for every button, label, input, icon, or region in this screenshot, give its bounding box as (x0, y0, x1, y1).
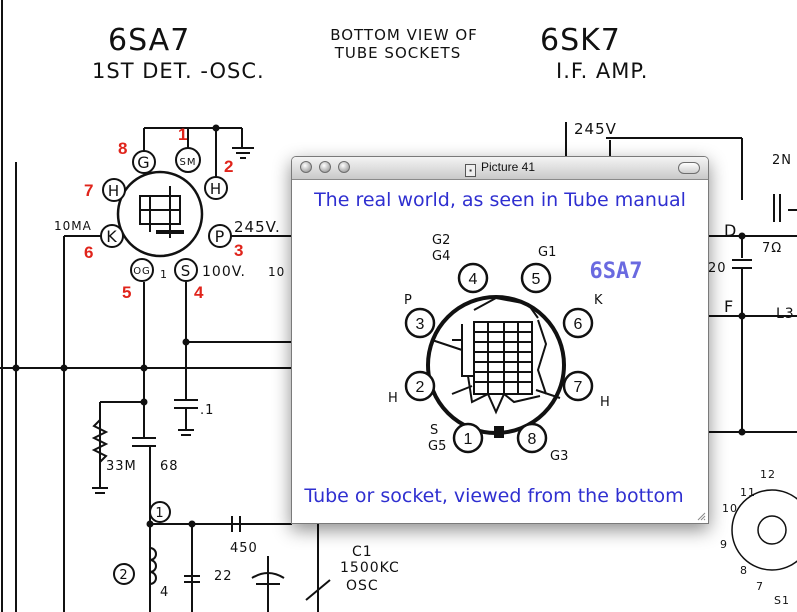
pin-label-h-left: H (388, 391, 398, 406)
label-10-small: 10 (268, 265, 285, 279)
label-245v: 245V. (234, 218, 281, 236)
switch-label-7: 7 (756, 580, 764, 593)
picture-content: The real world, as seen in Tube manual 6… (292, 180, 708, 523)
pin-label-h-right: H (210, 180, 222, 198)
pin-label-g3: G3 (550, 449, 568, 464)
label-1500kc: 1500KC (340, 560, 400, 576)
label-c1: C1 (352, 544, 373, 560)
red-pin-number-7: 7 (84, 181, 93, 200)
pin-label-sm: SM (180, 157, 197, 168)
switch-label-11: 11 (740, 486, 756, 499)
label-450: 450 (230, 541, 258, 556)
label-d: D (724, 221, 737, 240)
label-245v-right: 245V (574, 120, 617, 138)
label-20: 20 (708, 261, 727, 276)
red-pin-number-1: 1 (178, 125, 187, 144)
label-01: .1 (200, 403, 214, 418)
red-pin-number-5: 5 (122, 283, 131, 302)
label-33m: 33M (106, 459, 137, 474)
pin-number-2: 2 (416, 379, 425, 396)
pin-number-8: 8 (528, 431, 537, 448)
center-heading-line2: TUBE SOCKETS (334, 44, 461, 62)
resize-grip-icon[interactable] (696, 511, 706, 521)
pin-label-s: S (181, 262, 192, 280)
switch-label-12: 12 (760, 468, 776, 481)
preview-window[interactable]: ▪ Picture 41 The real world, as seen in T… (291, 156, 709, 524)
label-2n: 2N (772, 153, 792, 168)
tube-left-subtitle: 1ST DET. -OSC. (92, 59, 265, 83)
label-68: 68 (160, 459, 179, 474)
pin-number-3: 3 (416, 316, 425, 333)
red-pin-number-2: 2 (224, 157, 233, 176)
label-22: 22 (214, 569, 233, 584)
red-pin-number-3: 3 (234, 241, 243, 260)
close-button[interactable] (300, 161, 312, 173)
switch-label-8: 8 (740, 564, 748, 577)
switch-label-9: 9 (720, 538, 728, 551)
label-10ma: 10MA (54, 219, 92, 233)
zoom-button[interactable] (338, 161, 350, 173)
window-title: Picture 41 (480, 160, 536, 174)
window-title-area: ▪ Picture 41 (292, 160, 708, 177)
pin-label-g4: G4 (432, 249, 450, 264)
pin-label-g2: G2 (432, 233, 450, 248)
circled-number-1: 1 (155, 506, 164, 521)
tube-diagram: The real world, as seen in Tube manual 6… (303, 189, 686, 507)
red-pin-number-8: 8 (118, 139, 127, 158)
window-titlebar[interactable]: ▪ Picture 41 (292, 157, 708, 180)
pin-label-g: G (137, 153, 150, 172)
caption-top: The real world, as seen in Tube manual (313, 189, 686, 211)
minimize-button[interactable] (319, 161, 331, 173)
pin-label-k: K (106, 227, 118, 246)
tube-right-title: 6SK7 (540, 23, 621, 58)
pin-label-g5: G5 (428, 439, 446, 454)
label-7-ohm: 7Ω (762, 241, 782, 256)
tube-right-subtitle: I.F. AMP. (556, 59, 648, 83)
pin-label-g1: G1 (538, 245, 556, 260)
pin-number-7: 7 (574, 379, 583, 396)
pin-number-5: 5 (532, 271, 541, 288)
label-100v: 100V. (202, 264, 246, 280)
label-4: 4 (160, 585, 169, 600)
pin-label-p: P (404, 293, 412, 308)
pin-label-h-right: H (600, 395, 610, 410)
tube-name-6sa7: 6SA7 (590, 259, 643, 284)
label-1: 1 (160, 268, 168, 281)
toolbar-toggle-button[interactable] (678, 162, 700, 174)
pin-label-p: P (215, 227, 226, 246)
picture-file-icon: ▪ (464, 164, 476, 177)
red-pin-number-4: 4 (194, 283, 204, 302)
pin-number-6: 6 (574, 316, 583, 333)
pin-label-k: K (594, 293, 603, 308)
circled-number-2: 2 (119, 568, 128, 583)
red-pin-number-6: 6 (84, 243, 93, 262)
center-heading-line1: BOTTOM VIEW OF (330, 26, 478, 44)
switch-label-10: 10 (722, 502, 738, 515)
pin-label-s: S (430, 423, 438, 438)
label-f: F (724, 297, 734, 316)
pin-label-h-left: H (108, 182, 120, 200)
label-osc: OSC (346, 578, 379, 594)
caption-bottom: Tube or socket, viewed from the bottom (303, 485, 683, 507)
label-l3: L3 (776, 306, 795, 322)
pin-number-4: 4 (469, 271, 478, 288)
switch-label-s1: S1 (774, 594, 790, 607)
tube-left-title: 6SA7 (108, 23, 190, 58)
pin-label-og: OG (133, 266, 151, 277)
pin-number-1: 1 (464, 431, 473, 448)
